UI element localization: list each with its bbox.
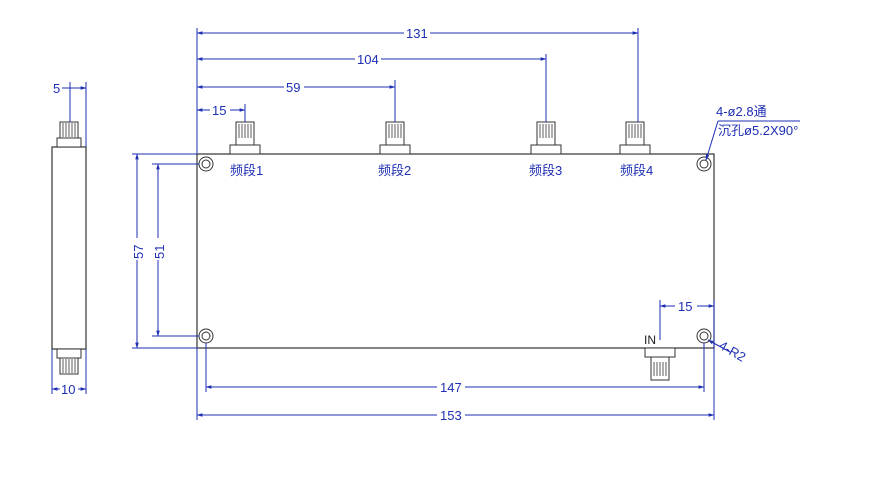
right-dimensions: 15 4-ø2.8通 沉孔ø5.2X90° 4-R2 [659, 104, 800, 365]
dim-15-right-label: 15 [678, 299, 692, 314]
side-view: 5 10 [51, 81, 87, 397]
dim-51-label: 51 [152, 245, 167, 259]
dim-5-label: 5 [53, 81, 60, 96]
connector-band2 [379, 121, 411, 155]
dim-15-top-label: 15 [212, 103, 226, 118]
front-view-body [196, 153, 715, 349]
radius-note: 4-R2 [717, 338, 749, 365]
connector-band3 [530, 121, 562, 155]
bottom-dimensions: 147 153 [196, 343, 715, 423]
dim-10-label: 10 [61, 382, 75, 397]
dim-104-label: 104 [357, 52, 379, 67]
dim-59-label: 59 [286, 80, 300, 95]
radius-leader [707, 339, 731, 353]
label-band3: 频段3 [529, 163, 562, 178]
hole-note-line2: 沉孔ø5.2X90° [718, 123, 798, 138]
label-band4: 频段4 [620, 163, 653, 178]
side-bottom-connector-base [56, 348, 82, 359]
connector-input [644, 347, 676, 381]
label-input: IN [644, 333, 656, 347]
dim-131-label: 131 [406, 26, 428, 41]
side-top-connector-base [56, 137, 82, 148]
left-dimensions: 57 51 [130, 153, 199, 349]
connector-band1 [229, 121, 261, 155]
front-view: 频段1 频段2 频段3 频段4 IN [196, 121, 715, 381]
dim-153-label: 153 [440, 408, 462, 423]
side-view-body [51, 146, 87, 350]
mounting-hole-top-right [696, 156, 712, 172]
hole-callout-leader [705, 120, 719, 161]
connector-band4 [619, 121, 651, 155]
label-band2: 频段2 [378, 163, 411, 178]
top-dimensions: 131 104 59 15 [196, 26, 639, 154]
dim-147-label: 147 [440, 380, 462, 395]
dim-57-label: 57 [131, 245, 146, 259]
label-band1: 频段1 [230, 163, 263, 178]
hole-note-line1: 4-ø2.8通 [716, 104, 767, 119]
